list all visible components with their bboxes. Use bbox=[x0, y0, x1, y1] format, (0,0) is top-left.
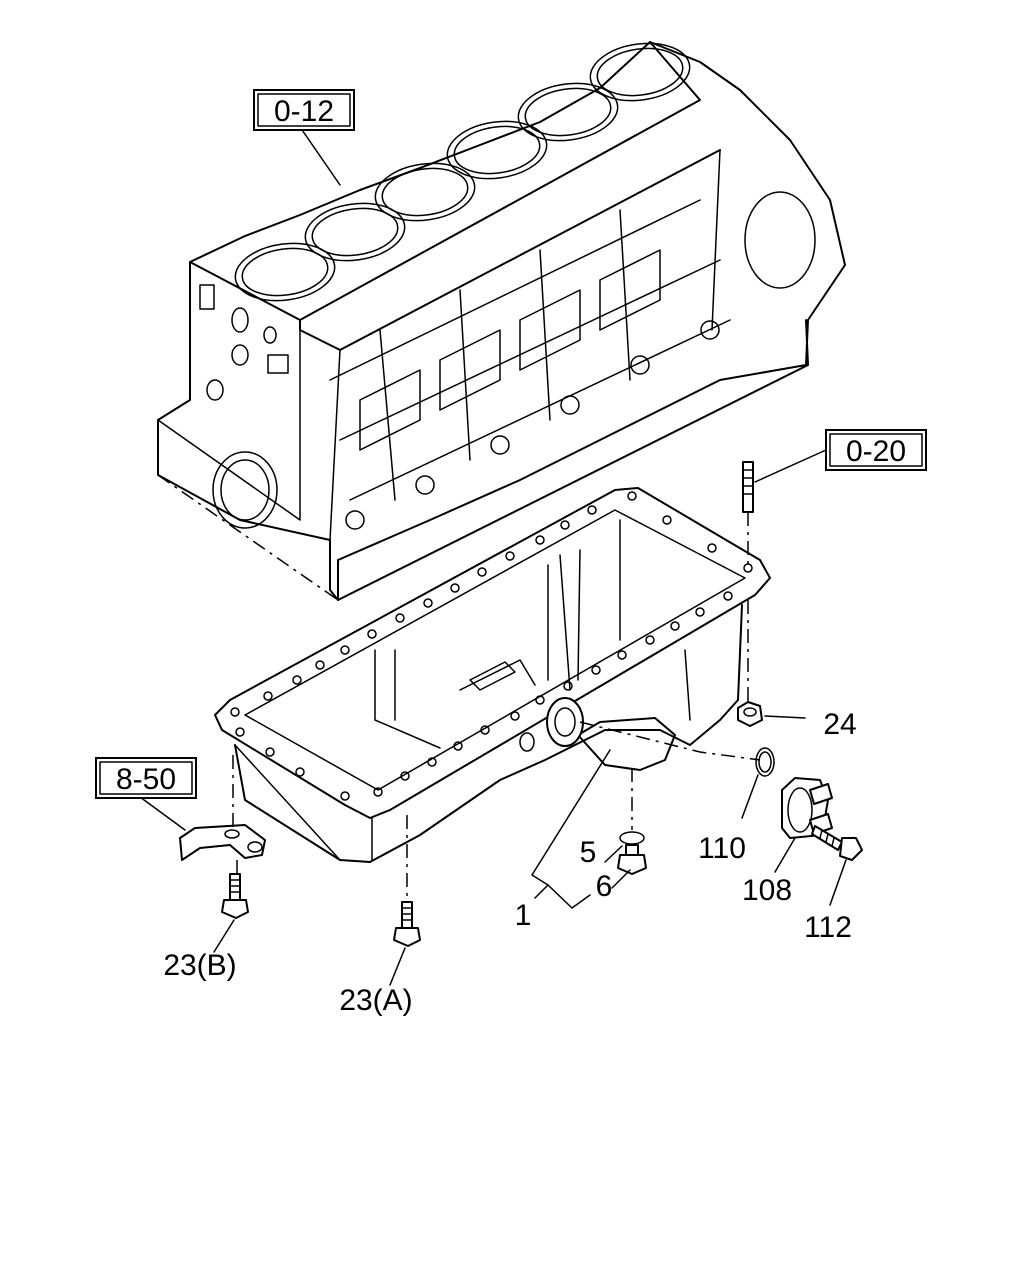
drain-plug-6 bbox=[611, 844, 647, 889]
nut-24 bbox=[737, 701, 806, 727]
ref-label-8-50: 8-50 bbox=[116, 763, 176, 796]
gasket-5 bbox=[604, 768, 645, 863]
ref-box-0-20: 0-20 bbox=[825, 429, 927, 471]
ref-label-0-20: 0-20 bbox=[846, 435, 906, 468]
part-label-5: 5 bbox=[580, 836, 597, 869]
part-label-23a: 23(A) bbox=[339, 984, 412, 1017]
oring-110 bbox=[579, 721, 775, 819]
ref-box-8-50: 8-50 bbox=[95, 757, 197, 799]
flange-bolt-holes bbox=[230, 491, 753, 801]
bracket-8-50 bbox=[139, 755, 266, 880]
stud bbox=[742, 449, 827, 705]
leader-part-1 bbox=[531, 749, 611, 909]
leader-0-12 bbox=[299, 126, 341, 186]
part-label-24: 24 bbox=[823, 708, 856, 741]
bolt-112 bbox=[811, 825, 863, 906]
ref-label-0-12: 0-12 bbox=[274, 95, 334, 128]
part-label-6: 6 bbox=[596, 870, 613, 903]
cylinder-block bbox=[157, 41, 846, 601]
ref-box-0-12: 0-12 bbox=[253, 89, 355, 131]
cover-108 bbox=[774, 777, 833, 873]
part-label-23b: 23(B) bbox=[163, 949, 236, 982]
part-label-1: 1 bbox=[515, 899, 532, 932]
oil-pan bbox=[214, 487, 771, 863]
bolt-23b bbox=[213, 873, 249, 953]
part-label-110: 110 bbox=[698, 832, 746, 865]
bolt-23a bbox=[389, 815, 421, 986]
part-label-108: 108 bbox=[742, 874, 792, 907]
part-label-112: 112 bbox=[804, 911, 852, 944]
